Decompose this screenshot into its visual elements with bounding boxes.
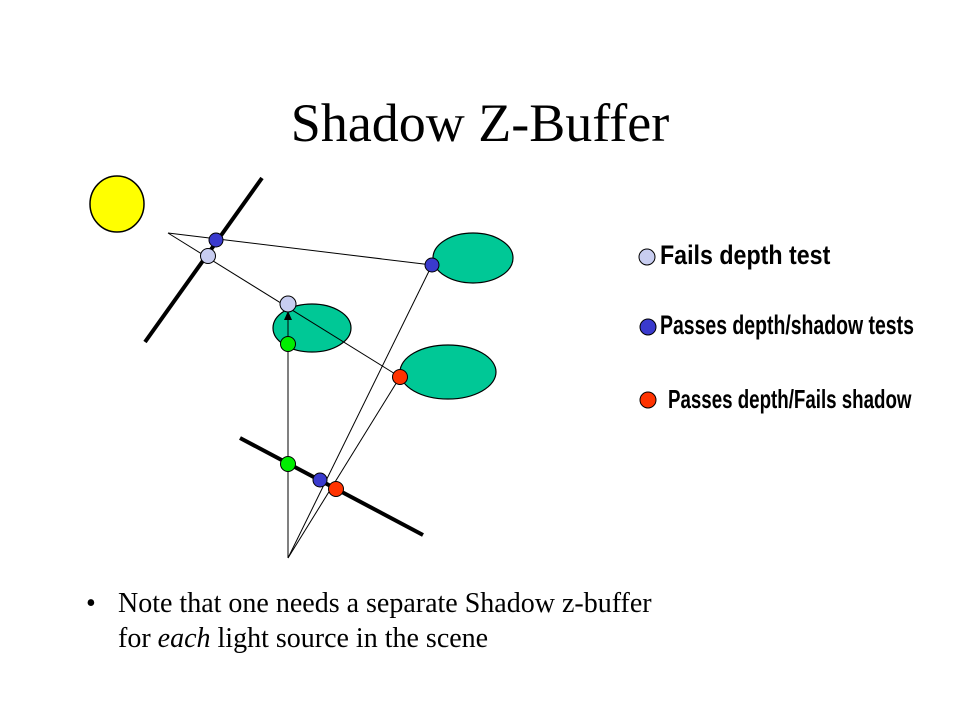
object-top-right (432, 232, 514, 284)
bullet-text-suffix: light source in the scene (210, 623, 489, 654)
legend-label-passes: Passes depth/shadow tests (660, 310, 914, 340)
point-fails-middle (279, 295, 297, 313)
point-fails-light-plane (200, 248, 216, 264)
bullet-emphasis: each (157, 623, 211, 654)
bullet-text: Note that one needs a separate Shadow z-… (118, 586, 878, 656)
eye-ray-3 (287, 376, 401, 559)
point-blue-plane (312, 472, 328, 488)
point-passes-light-plane (208, 232, 224, 248)
bullet-text-prefix: for (118, 623, 158, 654)
point-passes-top-object (424, 257, 440, 273)
legend-label-fails-depth: Fails depth test (660, 240, 831, 270)
bullet-text-line1: Note that one needs a separate Shadow z-… (118, 588, 652, 619)
object-lower-right (399, 344, 497, 400)
legend-marker-fails-shadow (639, 391, 657, 409)
point-red-plane (328, 481, 344, 497)
point-green-plane (280, 456, 296, 472)
legend-label-fails-shadow: Passes depth/Fails shadow (668, 384, 912, 414)
legend-marker-passes (639, 318, 657, 336)
slide-title: Shadow Z-Buffer (290, 93, 670, 153)
legend-marker-fails-depth (638, 248, 656, 266)
eye-ray-2 (287, 264, 433, 559)
point-red-object (392, 369, 408, 385)
point-green-object (280, 336, 296, 352)
bullet-dot-icon: • (86, 588, 96, 619)
light-source (89, 175, 145, 233)
arrow-head (284, 311, 292, 320)
